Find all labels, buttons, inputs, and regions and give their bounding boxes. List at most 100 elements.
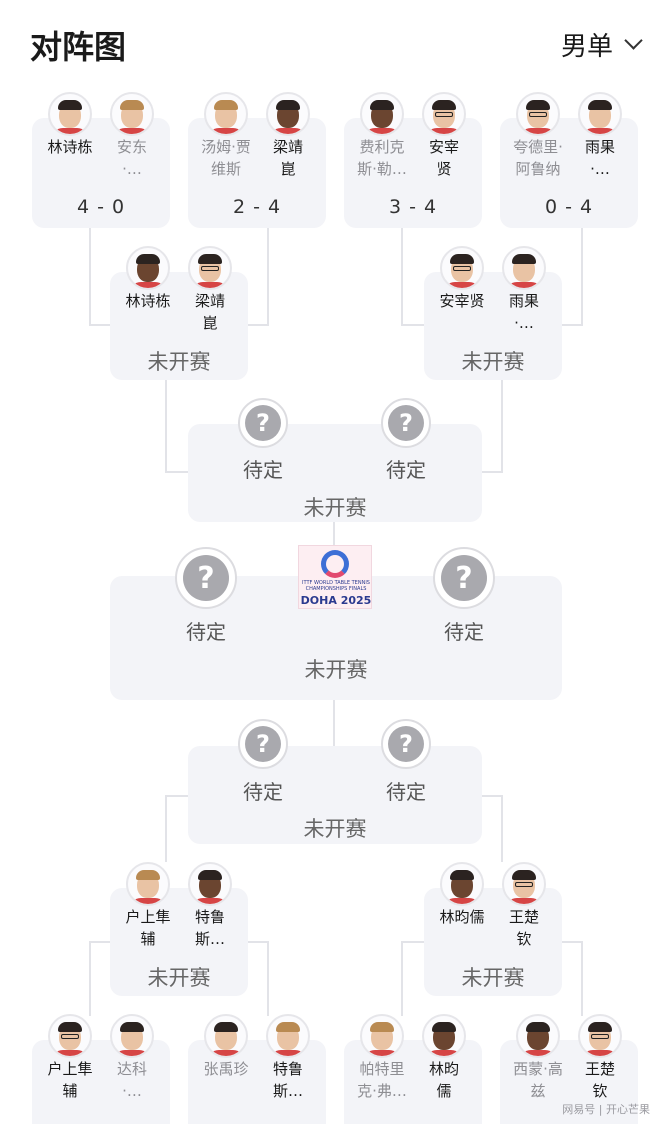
player-face-icon: [51, 1022, 89, 1056]
match-status: 未开赛: [304, 658, 368, 682]
player-name[interactable]: 雨果 ·…: [584, 138, 615, 178]
tbd-avatar-icon: ?: [433, 547, 495, 609]
player-name[interactable]: 夸德里· 阿鲁纳: [513, 138, 563, 178]
face-hair: [588, 100, 612, 110]
tbd-avatar-icon: ?: [381, 398, 431, 448]
player-name[interactable]: 林昀儒: [439, 908, 485, 926]
face-hair: [526, 100, 550, 110]
face-hair: [432, 100, 456, 110]
player-name-tbd: 待定: [243, 780, 283, 804]
face-shirt: [505, 898, 543, 904]
player-face-icon: [207, 1022, 245, 1056]
face-shirt: [191, 898, 229, 904]
semifinal-card[interactable]: [188, 424, 482, 522]
player-name[interactable]: 汤姆·贾 维斯: [201, 138, 251, 178]
player-name[interactable]: 王楚 钦: [508, 908, 539, 948]
player-avatar: [502, 862, 546, 906]
player-name[interactable]: 张禹珍: [203, 1060, 249, 1078]
face-shirt: [443, 898, 481, 904]
face-shirt: [207, 128, 245, 134]
player-avatar: [422, 92, 466, 136]
match-card-qf[interactable]: [110, 888, 248, 996]
question-icon: ?: [245, 405, 281, 441]
player-name-tbd: 待定: [243, 458, 283, 482]
face-shirt: [269, 128, 307, 134]
chevron-down-icon: [624, 31, 643, 50]
question-icon: ?: [245, 726, 281, 762]
face-shirt: [51, 128, 89, 134]
face-shirt: [505, 282, 543, 288]
tournament-logo: ITTF WORLD TABLE TENNIS CHAMPIONSHIPS FI…: [298, 545, 372, 609]
face-shirt: [519, 128, 557, 134]
player-face-icon: [505, 254, 543, 288]
match-card-qf[interactable]: [424, 272, 562, 380]
face-shirt: [581, 128, 619, 134]
player-face-icon: [191, 254, 229, 288]
face-shirt: [519, 1050, 557, 1056]
player-face-icon: [129, 870, 167, 904]
player-name[interactable]: 帕特里 克·弗…: [357, 1060, 407, 1100]
player-face-icon: [113, 100, 151, 134]
player-avatar: [360, 92, 404, 136]
player-name[interactable]: 户上隼 辅: [47, 1060, 93, 1100]
player-face-icon: [425, 1022, 463, 1056]
player-name[interactable]: 安宰 贤: [428, 138, 459, 178]
match-card-qf[interactable]: [110, 272, 248, 380]
face-shirt: [425, 128, 463, 134]
logo-subtitle: ITTF WORLD TABLE TENNIS CHAMPIONSHIPS FI…: [301, 580, 371, 592]
watermark: 网易号 | 开心芒果: [562, 1103, 650, 1116]
player-avatar: [110, 92, 154, 136]
face-hair: [198, 870, 222, 880]
tbd-avatar-icon: ?: [238, 719, 288, 769]
player-name[interactable]: 西蒙·高 兹: [513, 1060, 563, 1100]
glasses-icon: [61, 1034, 79, 1039]
player-name[interactable]: 特鲁 斯…: [194, 908, 225, 948]
face-hair: [370, 100, 394, 110]
match-card-r16[interactable]: [344, 118, 482, 228]
player-face-icon: [581, 1022, 619, 1056]
player-name[interactable]: 林诗栋: [47, 138, 93, 156]
face-shirt: [51, 1050, 89, 1056]
player-name[interactable]: 雨果 ·…: [508, 292, 539, 332]
player-name[interactable]: 王楚 钦: [584, 1060, 615, 1100]
tbd-avatar-icon: ?: [238, 398, 288, 448]
semifinal-card[interactable]: [188, 746, 482, 844]
player-name[interactable]: 安东 ·…: [116, 138, 147, 178]
match-score: 3 - 4: [388, 196, 438, 218]
player-face-icon: [443, 870, 481, 904]
face-hair: [588, 1022, 612, 1032]
player-avatar: [266, 92, 310, 136]
match-score: 0 - 4: [544, 196, 594, 218]
player-name[interactable]: 费利克 斯·勒…: [357, 138, 407, 178]
tbd-avatar-icon: ?: [175, 547, 237, 609]
player-name[interactable]: 特鲁 斯…: [272, 1060, 303, 1100]
face-shirt: [363, 1050, 401, 1056]
player-name[interactable]: 梁靖 崑: [272, 138, 303, 178]
player-avatar: [516, 92, 560, 136]
event-selector[interactable]: 男单: [561, 26, 643, 63]
face-shirt: [129, 282, 167, 288]
player-name[interactable]: 梁靖 崑: [194, 292, 225, 332]
page-title: 对阵图: [30, 28, 127, 66]
match-status: 未开赛: [461, 966, 525, 990]
player-avatar: [502, 246, 546, 290]
face-shirt: [269, 1050, 307, 1056]
face-hair: [120, 100, 144, 110]
match-card-r16[interactable]: [188, 118, 326, 228]
match-card-qf[interactable]: [424, 888, 562, 996]
face-shirt: [425, 1050, 463, 1056]
player-name[interactable]: 户上隼 辅: [125, 908, 171, 948]
face-hair: [136, 254, 160, 264]
face-hair: [276, 100, 300, 110]
player-avatar: [266, 1014, 310, 1058]
player-name[interactable]: 林诗栋: [125, 292, 171, 310]
match-card-r16[interactable]: [32, 118, 170, 228]
player-name[interactable]: 林昀 儒: [428, 1060, 459, 1100]
match-card-r16[interactable]: [500, 118, 638, 228]
glasses-icon: [201, 266, 219, 271]
logo-line-1: ITTF WORLD TABLE TENNIS: [302, 580, 370, 586]
player-name[interactable]: 达科 ·…: [116, 1060, 147, 1100]
player-face-icon: [519, 100, 557, 134]
player-avatar: [126, 246, 170, 290]
player-name[interactable]: 安宰贤: [439, 292, 485, 310]
